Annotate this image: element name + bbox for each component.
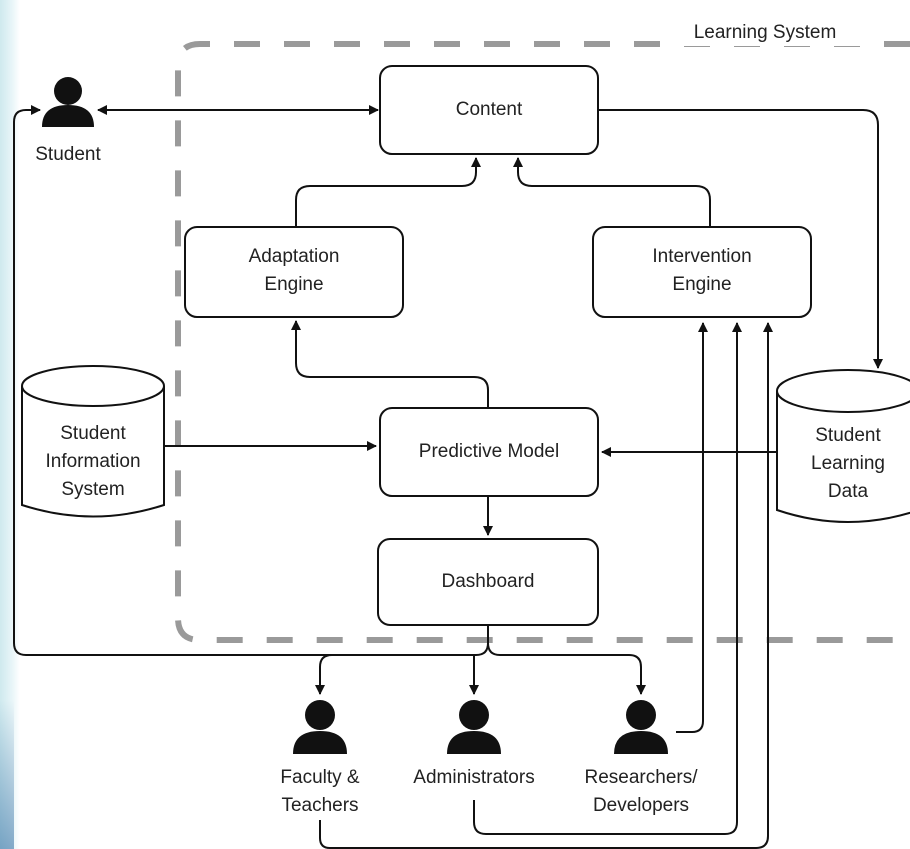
sis-line-2: Information xyxy=(45,451,141,472)
sld-line-3: Data xyxy=(827,481,869,502)
edge-dashboard-faculty xyxy=(315,654,476,695)
intervention-engine-box xyxy=(592,226,812,318)
administrators-label: Administrators xyxy=(413,767,535,788)
researchers-icon xyxy=(614,700,668,754)
edge-dashboard-researchers xyxy=(487,642,646,695)
researchers-line-1: Researchers/ xyxy=(584,767,698,788)
student-learning-data-cylinder xyxy=(776,369,910,523)
predictive-model-label: Predictive Model xyxy=(418,441,560,462)
edge-predictive-adaptation xyxy=(291,320,489,408)
sld-line-1: Student xyxy=(815,425,881,446)
edge-dashboard-student xyxy=(13,105,489,656)
adaptation-engine-box xyxy=(184,226,404,318)
edge-content-learning-data xyxy=(598,109,883,369)
adaptation-engine-line-2: Engine xyxy=(264,274,324,295)
edge-administrators-intervention xyxy=(473,322,742,835)
adaptation-engine-line-1: Adaptation xyxy=(248,246,340,267)
student-info-system-cylinder xyxy=(21,365,165,518)
student-info-system-label: Student Information System xyxy=(22,420,164,504)
faculty-icon xyxy=(293,700,347,754)
sld-line-2: Learning xyxy=(811,453,885,474)
intervention-engine-line-1: Intervention xyxy=(652,246,752,267)
background-edge-accent xyxy=(0,700,14,849)
student-label: Student xyxy=(35,144,101,165)
faculty-label: Faculty & Teachers xyxy=(250,764,390,820)
sis-line-3: System xyxy=(61,479,125,500)
administrators-icon xyxy=(447,700,501,754)
learning-system-boundary xyxy=(175,41,910,643)
content-label: Content xyxy=(455,99,523,120)
intervention-engine-label: Intervention Engine xyxy=(593,243,811,299)
student-learning-data-label: Student Learning Data xyxy=(777,422,910,506)
edge-researchers-intervention xyxy=(676,322,708,733)
edge-faculty-intervention xyxy=(319,322,773,849)
student-icon xyxy=(42,77,94,127)
faculty-line-2: Teachers xyxy=(281,795,359,816)
faculty-line-1: Faculty & xyxy=(280,767,360,788)
adaptation-engine-label: Adaptation Engine xyxy=(185,243,403,299)
intervention-engine-line-2: Engine xyxy=(672,274,732,295)
learning-system-title: Learning System xyxy=(660,20,870,46)
researchers-label: Researchers/ Developers xyxy=(566,764,716,820)
researchers-line-2: Developers xyxy=(592,795,690,816)
edge-intervention-content xyxy=(513,157,711,227)
edge-adaptation-content xyxy=(295,157,481,227)
sis-line-1: Student xyxy=(60,423,126,444)
dashboard-label: Dashboard xyxy=(441,571,535,592)
